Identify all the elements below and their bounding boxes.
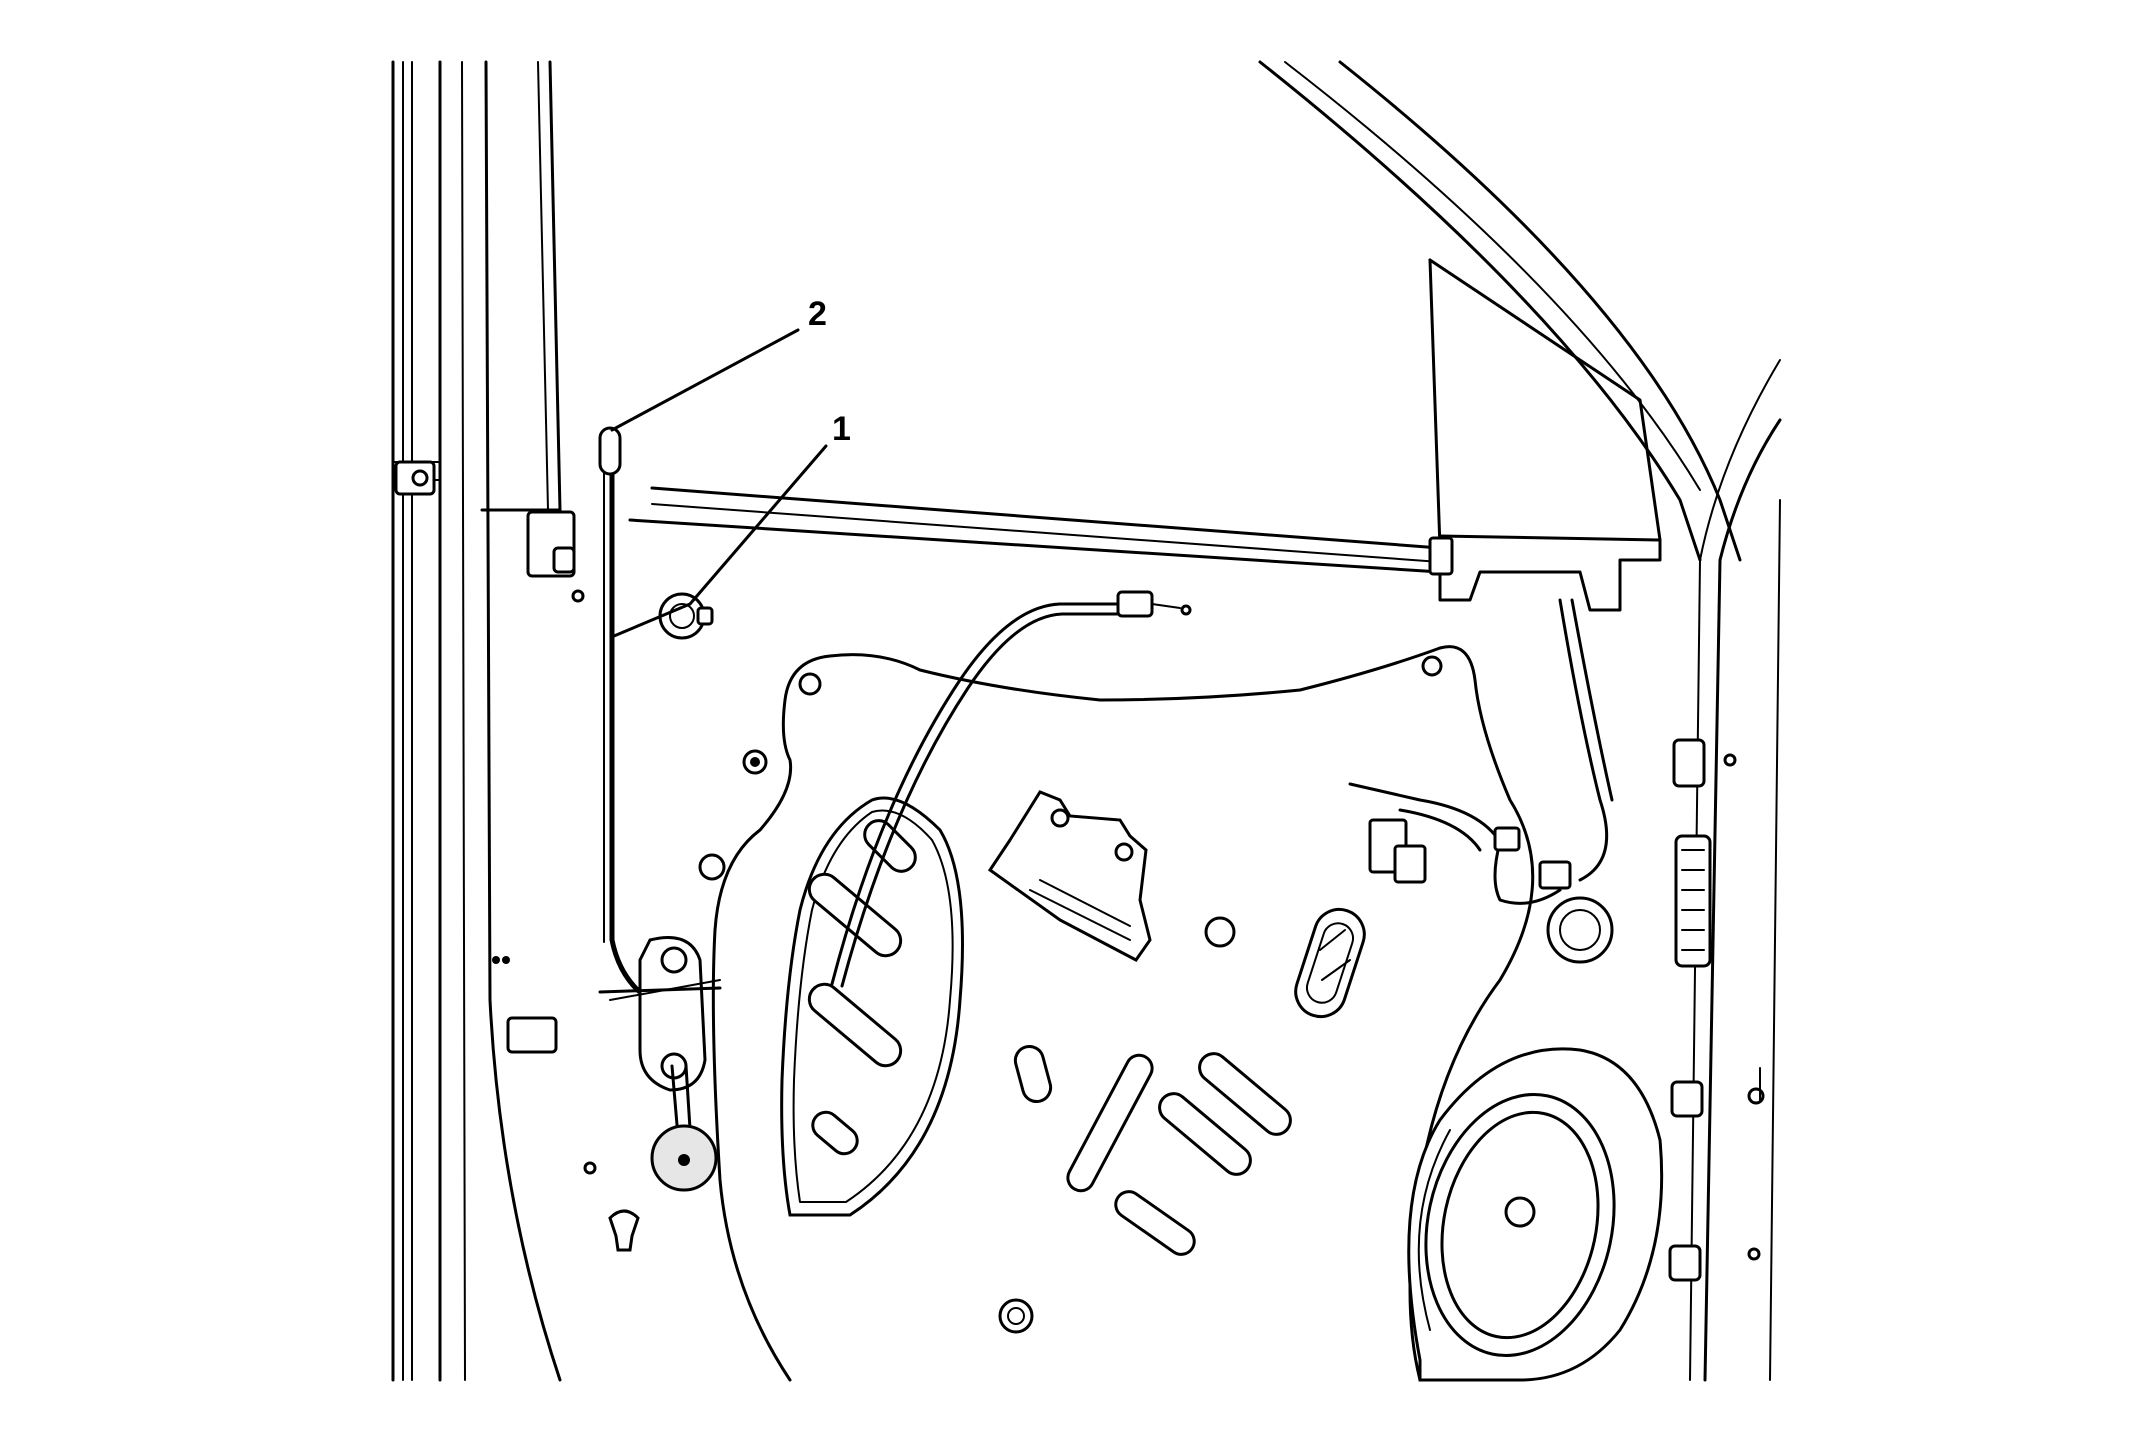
door-latch-area: [1668, 738, 1765, 1282]
inner-door-panel: [698, 645, 1535, 1382]
lock-rod-bezel: [638, 936, 707, 1092]
speaker: [1407, 1047, 1664, 1382]
panel-slots: [1013, 1044, 1292, 1256]
lower-left-fasteners: [492, 956, 640, 1252]
door-lock-knob: [598, 426, 622, 476]
leader-line-2: [610, 328, 800, 432]
window-frame-right: [1258, 60, 1782, 1382]
door-frame-left: [391, 60, 562, 1382]
pull-cup: [1294, 907, 1366, 1019]
callout-label-1: 1: [832, 410, 851, 448]
access-opening: [780, 796, 964, 1217]
leader-line-1: [612, 444, 828, 638]
window-run-channel: [480, 60, 585, 603]
release-cable: [830, 590, 1192, 988]
callout-label-2: 2: [808, 295, 827, 333]
wiring-harness: [1348, 598, 1614, 964]
door-lock-rod-assembly: [598, 426, 722, 1192]
belt-line: [628, 486, 1442, 574]
lock-knob-grommet: [658, 592, 714, 640]
handle-bracket: [987, 790, 1152, 962]
